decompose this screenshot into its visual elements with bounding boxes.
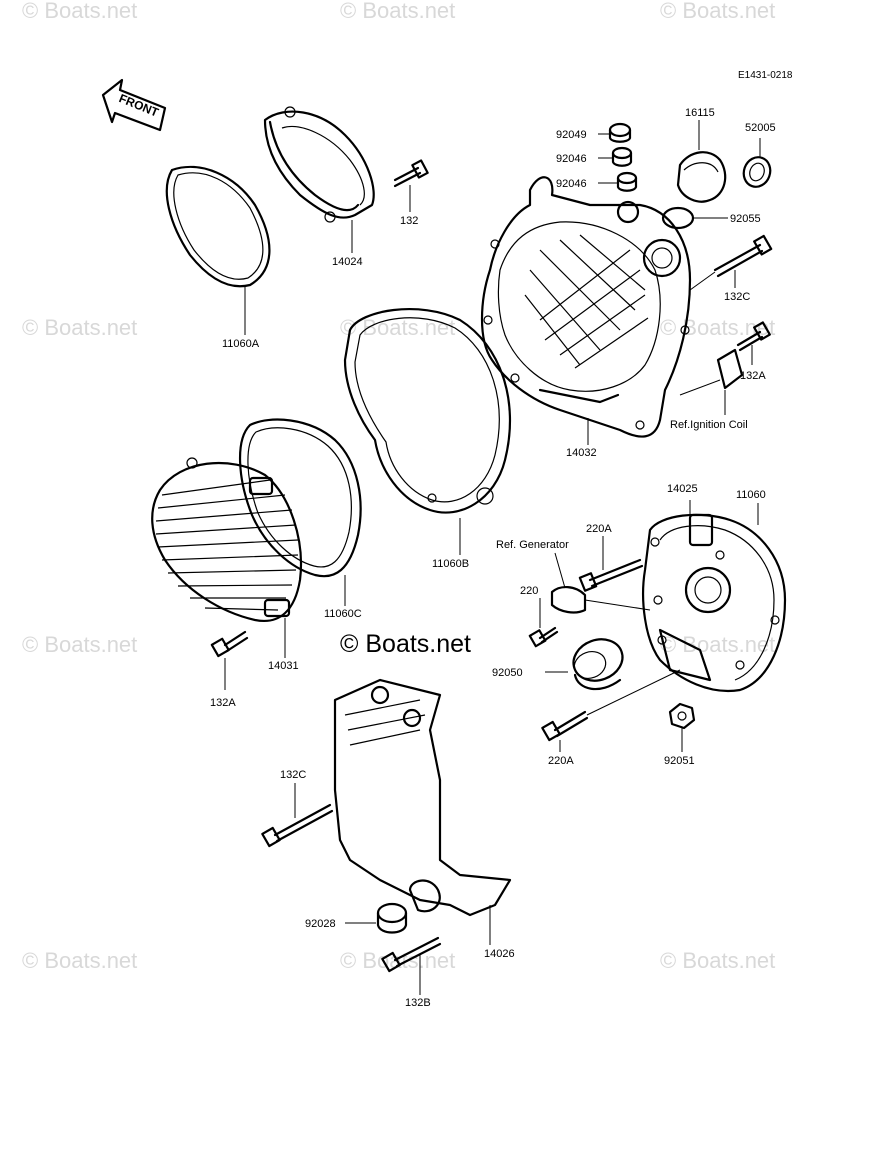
nut-92051-icon <box>668 702 696 730</box>
watermark: © Boats.net <box>22 315 137 340</box>
label-132c: 132C <box>724 291 750 303</box>
part-labels: 92049 16115 52005 92046 92046 92055 132 … <box>210 107 776 1009</box>
front-arrow-icon: FRONT <box>101 78 167 132</box>
label-220: 220 <box>520 585 538 597</box>
cover-14031-icon <box>151 457 302 623</box>
diagram-code: E1431-0218 <box>738 70 793 81</box>
label-14026: 14026 <box>484 948 515 960</box>
label-11060b: 11060B <box>432 558 469 570</box>
label-92055: 92055 <box>730 213 761 225</box>
label-92028: 92028 <box>305 918 336 930</box>
watermark: © Boats.net <box>340 0 455 23</box>
label-92050: 92050 <box>492 667 523 679</box>
bolt-132a-icon <box>210 630 249 658</box>
bolt-220-icon <box>528 626 559 648</box>
label-220a: 220A <box>586 523 612 535</box>
bolt-220a-icon <box>578 558 644 592</box>
label-220a: 220A <box>548 755 574 767</box>
label-132a: 132A <box>210 697 236 709</box>
label-92046: 92046 <box>556 153 587 165</box>
seal-92049-icon <box>608 122 632 143</box>
label-132a: 132A <box>740 370 766 382</box>
bolt-132c-icon <box>713 234 773 278</box>
label-92049: 92049 <box>556 129 587 141</box>
bolt-132c-icon <box>261 803 334 848</box>
watermark: © Boats.net <box>22 948 137 973</box>
watermark: © Boats.net <box>22 632 137 657</box>
label-11060: 11060 <box>736 489 766 501</box>
bracket-14026-icon <box>333 678 512 917</box>
cover-14025-icon <box>642 513 787 693</box>
label-ref-ignition-coil: Ref.Ignition Coil <box>670 419 748 431</box>
seal-92046-icon <box>611 146 633 167</box>
gasket-11060b-icon <box>343 308 512 514</box>
cover-14024-icon <box>263 106 375 223</box>
seal-92046-icon <box>616 171 638 192</box>
label-92051: 92051 <box>664 755 695 767</box>
watermarks: © Boats.net © Boats.net © Boats.net © Bo… <box>22 0 775 973</box>
watermark: © Boats.net <box>660 948 775 973</box>
label-132c: 132C <box>280 769 306 781</box>
bolt-220a-icon <box>541 710 589 742</box>
label-132b: 132B <box>405 997 431 1009</box>
label-ref-generator: Ref. Generator <box>496 539 569 551</box>
clip-generator-icon <box>550 586 587 614</box>
label-14032: 14032 <box>566 447 597 459</box>
bolt-132a-icon <box>736 321 771 352</box>
watermark: © Boats.net <box>22 0 137 23</box>
label-52005: 52005 <box>745 122 776 134</box>
clip-ignition-icon <box>716 348 744 390</box>
watermark-main: © Boats.net <box>340 630 471 658</box>
watermark: © Boats.net <box>660 0 775 23</box>
label-132: 132 <box>400 215 418 227</box>
label-11060a: 11060A <box>222 338 260 350</box>
watermark: © Boats.net <box>660 632 775 657</box>
cap-16115-icon <box>676 151 727 203</box>
collar-92028-icon <box>376 902 408 934</box>
label-14024: 14024 <box>332 256 363 268</box>
oring-92055-icon <box>661 206 695 230</box>
watermark: © Boats.net <box>340 315 455 340</box>
label-14025: 14025 <box>667 483 698 495</box>
housing-14032-icon <box>480 176 692 438</box>
label-16115: 16115 <box>685 107 715 119</box>
gasket-11060a-icon <box>165 165 271 288</box>
label-92046: 92046 <box>556 178 587 190</box>
label-14031: 14031 <box>268 660 299 672</box>
bolt-132-icon <box>393 159 429 188</box>
seal-52005-icon <box>742 156 772 188</box>
seal-92050-icon <box>572 638 624 691</box>
bolt-132b-icon <box>381 936 442 973</box>
label-11060c: 11060C <box>324 608 362 620</box>
